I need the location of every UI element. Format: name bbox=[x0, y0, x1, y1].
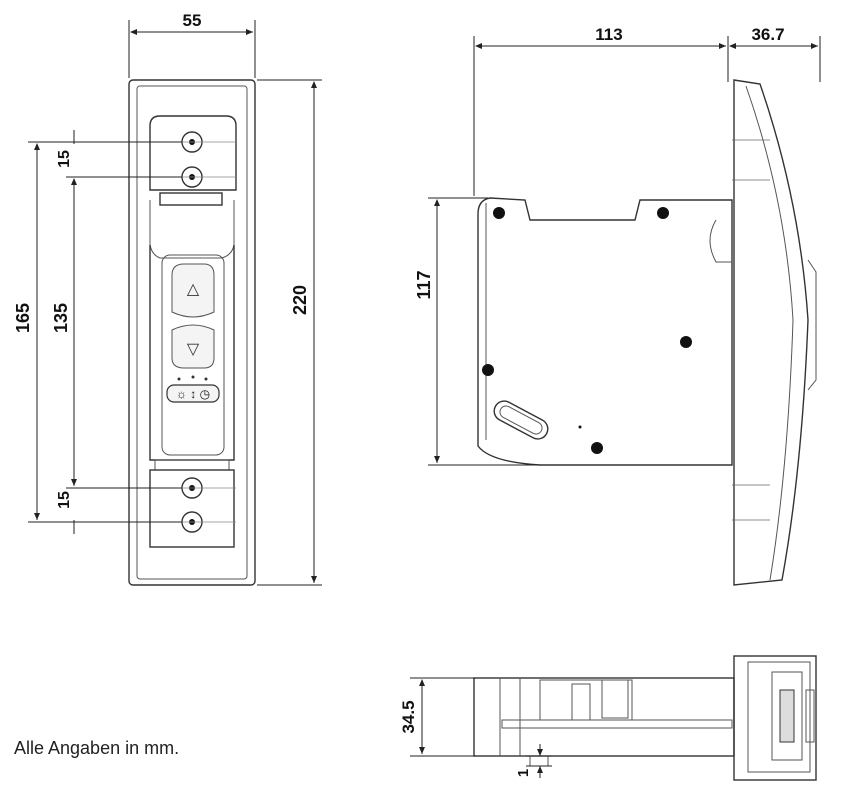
up-arrow-icon: △ bbox=[187, 281, 200, 298]
side-slot bbox=[493, 400, 549, 440]
bottom-view bbox=[473, 655, 817, 781]
side-view bbox=[477, 79, 817, 586]
bottom-front-cover bbox=[733, 655, 817, 781]
upper-housing bbox=[149, 200, 235, 259]
dim-label-55: 55 bbox=[183, 11, 202, 30]
dim-label-34-5: 34.5 bbox=[399, 700, 418, 733]
dimension-bottom-offset-15: 15 bbox=[56, 491, 75, 534]
side-screw-2 bbox=[657, 207, 669, 219]
dim-label-165: 165 bbox=[13, 303, 33, 333]
control-panel bbox=[161, 254, 225, 456]
units-note: Alle Angaben in mm. bbox=[14, 738, 180, 758]
bottom-mount-plate bbox=[149, 469, 235, 548]
down-arrow-icon: ▽ bbox=[187, 341, 200, 358]
dimension-height-117: 117 bbox=[414, 197, 540, 466]
side-screw-3 bbox=[680, 336, 692, 348]
mode-icons: ☼ ↕ ◷ bbox=[176, 387, 210, 401]
front-frame-outer bbox=[128, 79, 256, 586]
dimension-width-55: 55 bbox=[128, 11, 256, 78]
front-frame-inner bbox=[136, 85, 248, 580]
dimension-top-offset-15: 15 bbox=[56, 130, 75, 168]
dimension-offset-1: 1 bbox=[515, 744, 552, 778]
top-mount-plate bbox=[149, 115, 237, 191]
dim-label-36-7: 36.7 bbox=[751, 25, 784, 44]
side-screw-5 bbox=[591, 442, 603, 454]
dim-label-117: 117 bbox=[414, 270, 434, 299]
up-button[interactable]: △ bbox=[171, 263, 215, 318]
mode-button[interactable]: ☼ ↕ ◷ bbox=[166, 375, 220, 403]
dimension-height-165: 165 bbox=[13, 141, 182, 523]
down-button[interactable]: ▽ bbox=[171, 324, 215, 369]
dimension-height-34-5: 34.5 bbox=[399, 677, 476, 757]
dim-label-135: 135 bbox=[51, 303, 71, 333]
side-screw-1 bbox=[493, 207, 505, 219]
dim-label-220: 220 bbox=[290, 285, 310, 315]
dimension-height-135: 135 bbox=[51, 176, 182, 489]
dim-label-bottom-15: 15 bbox=[56, 491, 73, 509]
top-latch bbox=[159, 192, 223, 206]
dimension-depth-113: 113 bbox=[473, 25, 729, 196]
dim-label-top-15: 15 bbox=[56, 150, 73, 168]
dimension-depth-36-7: 36.7 bbox=[729, 25, 821, 82]
side-housing bbox=[477, 197, 733, 466]
side-front-cover bbox=[733, 79, 809, 586]
dim-label-1: 1 bbox=[515, 769, 532, 777]
side-screw-4 bbox=[482, 364, 494, 376]
front-view: △ ▽ ☼ ↕ ◷ bbox=[128, 79, 256, 586]
dim-label-113: 113 bbox=[595, 25, 622, 44]
bottom-latch bbox=[154, 459, 230, 471]
bottom-housing bbox=[473, 677, 735, 757]
dimension-height-220: 220 bbox=[257, 79, 322, 586]
